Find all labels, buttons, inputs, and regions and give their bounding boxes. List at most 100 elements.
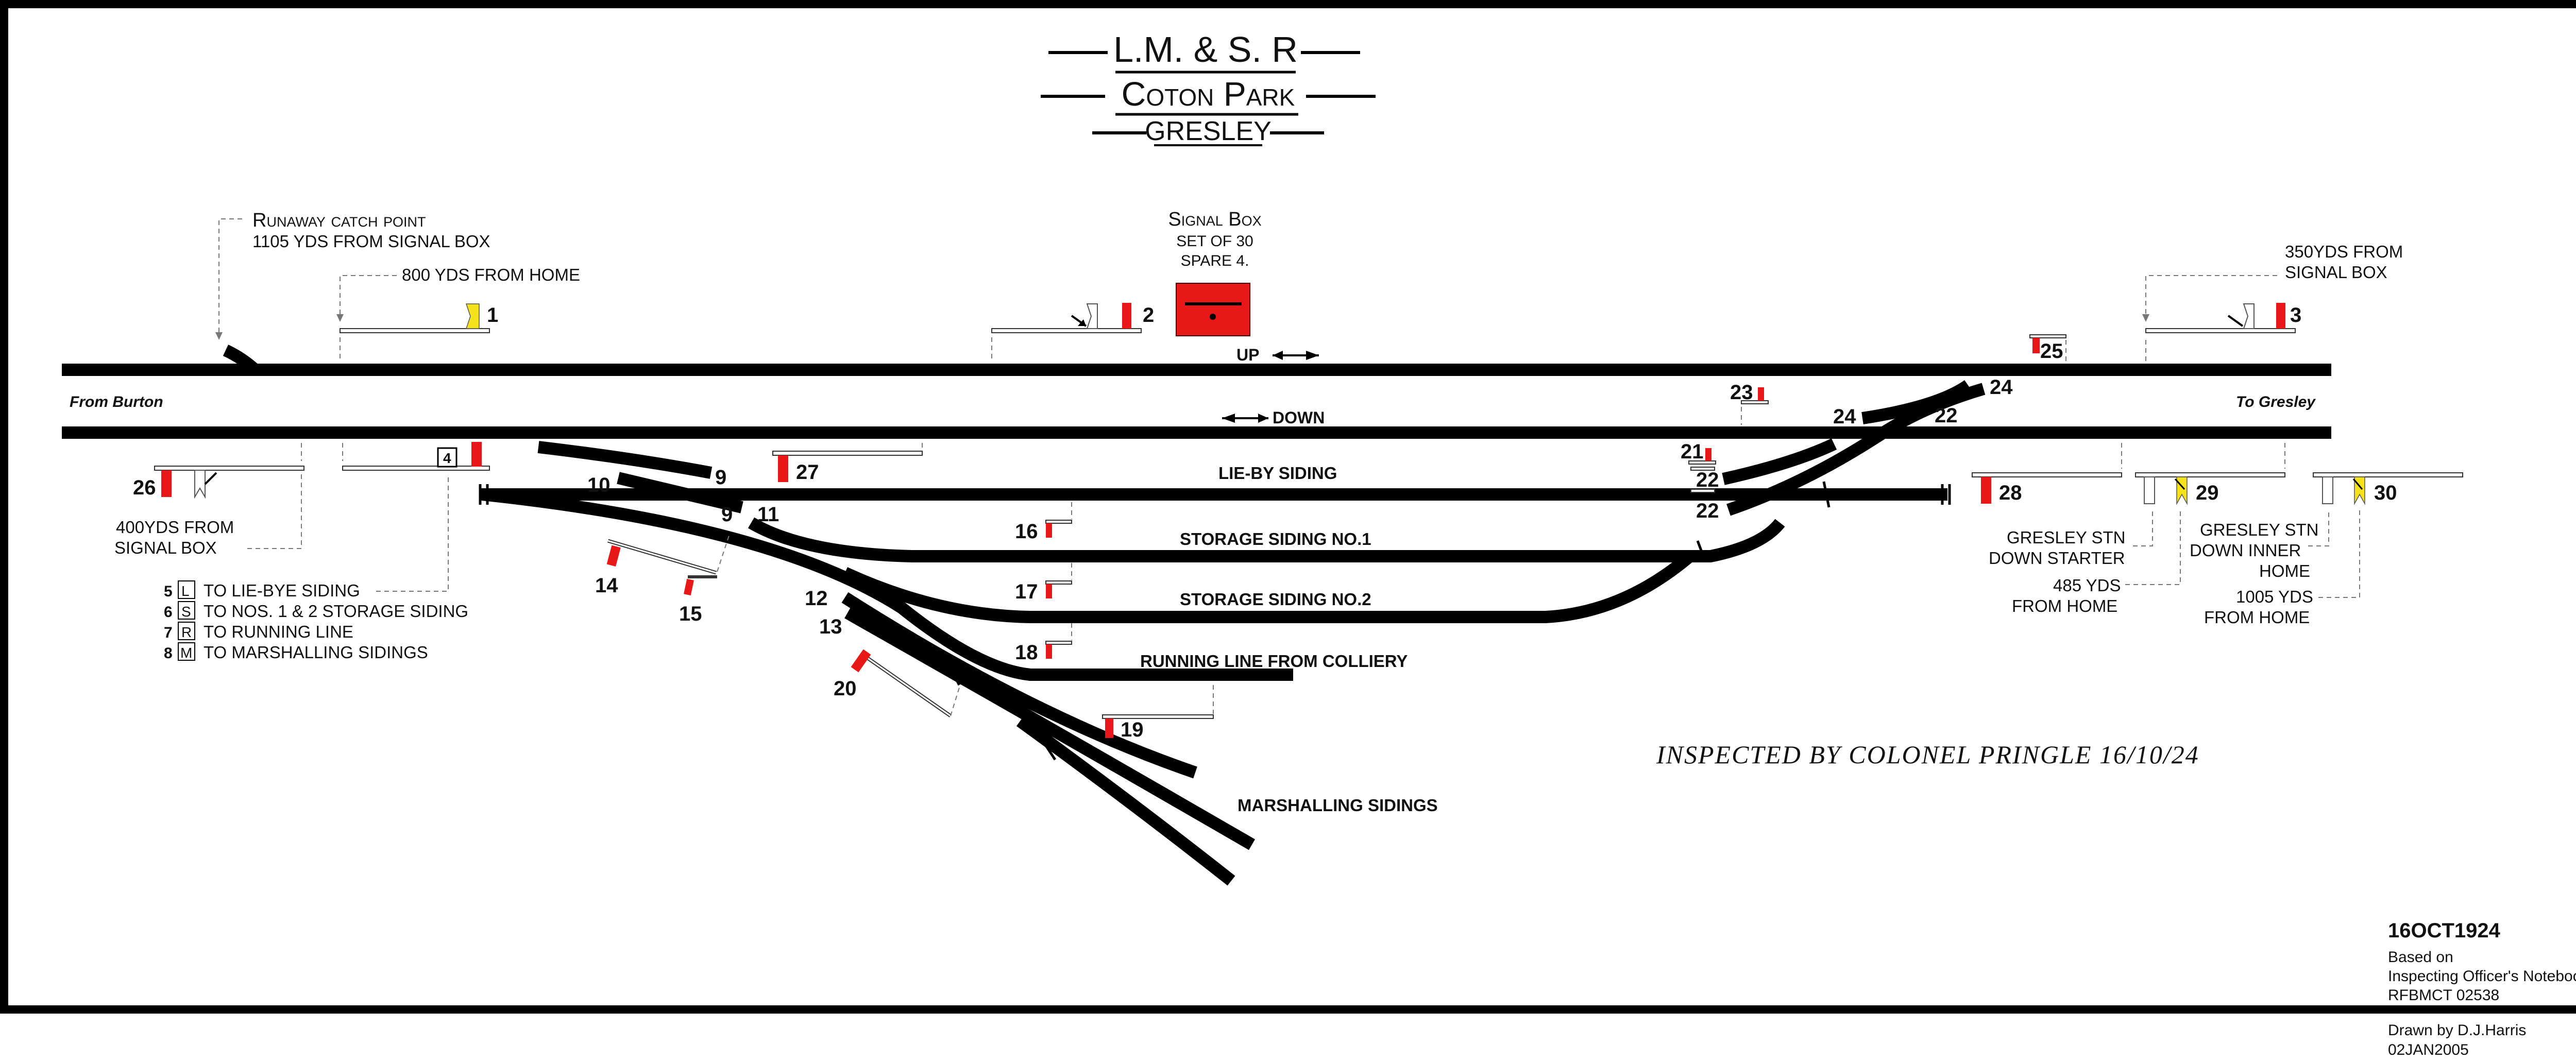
signal-21: 21 xyxy=(1681,440,1716,465)
signal-post xyxy=(1045,580,1072,585)
distance-note-350: 350YDS FROM xyxy=(2285,242,2403,261)
signal-14: 14 xyxy=(595,539,717,597)
leader-line xyxy=(717,535,730,572)
crossover-24-track xyxy=(1861,380,1972,424)
footer: 16OCT1924 Based on Inspecting Officer's … xyxy=(2388,919,2576,1058)
siding-tracks xyxy=(479,380,1986,886)
lever-number: 20 xyxy=(834,677,857,700)
leader-line xyxy=(2308,510,2329,546)
signal-pointer-icon xyxy=(2227,315,2244,327)
distance-note-350-line2: SIGNAL BOX xyxy=(2285,263,2387,282)
lever-number: 9 xyxy=(715,466,726,489)
distance-note-1005-line2: FROM HOME xyxy=(2204,608,2310,627)
signal-home-arm-icon xyxy=(778,455,788,482)
signal-29: 29 xyxy=(2135,472,2285,505)
marshalling-sidings-label: MARSHALLING SIDINGS xyxy=(1238,796,1438,815)
signal-16: 16 xyxy=(1015,520,1072,543)
signal-home-arm-icon xyxy=(2322,476,2333,504)
source-note-line2: Inspecting Officer's Notebook xyxy=(2388,968,2576,985)
signal-home-arm-icon xyxy=(1981,477,1991,504)
signal-home-arm-icon xyxy=(2032,338,2040,353)
signal-distant-arm-icon xyxy=(194,470,206,499)
source-note-line3: RFBMCT 02538 xyxy=(2388,987,2499,1004)
route-legend-row: 5 L TO LIE-BYE SIDING xyxy=(164,580,360,600)
signal-home-arm-icon xyxy=(1046,584,1052,598)
title-block: L.M. & S. R Coton Park GRESLEY xyxy=(1041,29,1376,146)
route-indicator-box xyxy=(437,447,457,468)
leader-line xyxy=(2133,510,2153,546)
signal-distant-arm-icon xyxy=(1086,303,1098,329)
lever-number: 16 xyxy=(1015,520,1038,543)
signal-home-arm-icon xyxy=(161,470,172,497)
route-letter: S xyxy=(181,604,191,620)
storage-siding-2-track xyxy=(842,551,1694,623)
signal-distant-arm-icon xyxy=(2243,303,2255,329)
signal-post xyxy=(772,451,923,456)
lever-number: 11 xyxy=(757,503,779,526)
signal-box-icon xyxy=(1176,283,1250,336)
junction-22-track xyxy=(1722,438,1837,485)
route-letter-box xyxy=(178,622,195,640)
signal-route-indicator: 4 xyxy=(342,442,490,471)
gresley-inner-note-line3: HOME xyxy=(2259,561,2310,580)
lever-number: 12 xyxy=(805,587,828,610)
lever-number: 13 xyxy=(819,615,842,638)
lever-number: 24 xyxy=(1990,376,2013,399)
signal-post xyxy=(1688,460,1716,465)
signal-home-arm-icon xyxy=(1046,644,1052,659)
title-company: L.M. & S. R xyxy=(1113,29,1298,70)
lever-number: 22 xyxy=(1935,404,1958,427)
trap-tick xyxy=(1696,540,1707,562)
main-lines xyxy=(62,345,2331,439)
signal-home-arm-icon xyxy=(2276,303,2285,329)
signal-post xyxy=(1045,641,1072,645)
signal-18: 18 xyxy=(1015,641,1072,664)
marshalling-siding-track xyxy=(1016,716,1235,886)
marshalling-siding-track xyxy=(841,592,1197,779)
down-label: DOWN xyxy=(1273,408,1325,427)
signal-post xyxy=(1690,489,1715,493)
signal-home-arm-icon xyxy=(1705,448,1711,461)
title-location: Coton Park xyxy=(1122,75,1295,113)
up-label: UP xyxy=(1236,346,1259,364)
catch-point-note: Runaway catch point xyxy=(252,210,426,231)
signal-post xyxy=(2029,334,2066,338)
signal-home-arm-icon xyxy=(851,649,871,673)
catch-point-distance: 1105 YDS FROM SIGNAL BOX xyxy=(252,232,490,251)
route-letter: M xyxy=(180,645,192,661)
leader-line xyxy=(950,687,960,716)
distance-note-400-line2: SIGNAL BOX xyxy=(114,538,217,557)
leader-line xyxy=(2145,275,2277,319)
gresley-inner-note: GRESLEY STN xyxy=(2200,520,2318,539)
signal-box-set: SET OF 30 xyxy=(1176,233,1253,250)
running-line-track xyxy=(481,488,1293,681)
signal-pointer-icon xyxy=(204,472,217,485)
signal-post xyxy=(1690,467,1715,471)
signal-home-arm-icon xyxy=(471,442,482,467)
marshalling-siding-track xyxy=(844,607,1256,850)
route-legend-row: 8 M TO MARSHALLING SIDINGS xyxy=(164,642,428,662)
signal-26: 26 xyxy=(133,466,304,499)
lever-number: 14 xyxy=(595,574,618,597)
signal-19: 19 xyxy=(1102,714,1214,741)
lever-number: 28 xyxy=(1999,482,2022,504)
route-text: TO RUNNING LINE xyxy=(204,622,353,641)
lever-number: 18 xyxy=(1015,641,1038,664)
signal-home-arm-icon xyxy=(1046,523,1052,538)
lever-number: 27 xyxy=(796,461,819,484)
signal-box: Signal Box SET OF 30 SPARE 4. xyxy=(1168,209,1262,336)
route-letter: L xyxy=(181,583,190,599)
signal-home-arm-icon xyxy=(2144,476,2155,504)
signal-home-arm-icon xyxy=(684,578,694,596)
signal-home-arm-icon xyxy=(1105,718,1113,738)
inspection-note: INSPECTED BY COLONEL PRINGLE 16/10/24 xyxy=(1656,740,2199,769)
signal-post xyxy=(1045,520,1072,524)
distance-note-1005: 1005 YDS xyxy=(2236,587,2313,606)
lever-number: 29 xyxy=(2196,482,2219,504)
author-date: 02JAN2005 xyxy=(2388,1041,2469,1058)
route-lever: 7 xyxy=(164,624,173,641)
lever-number: 15 xyxy=(679,603,702,625)
signal-17: 17 xyxy=(1015,580,1072,603)
route-lever: 8 xyxy=(164,645,173,662)
signal-25: 25 xyxy=(2029,334,2066,363)
